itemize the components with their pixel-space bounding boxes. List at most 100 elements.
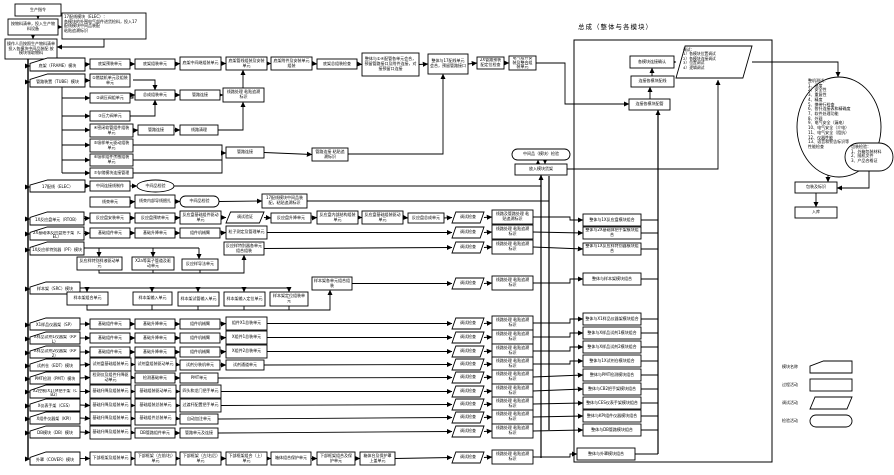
shape-m15	[29, 411, 81, 425]
shape-r10c	[179, 346, 221, 358]
flow-connector	[129, 199, 136, 205]
node-shapes-group	[4, 3, 894, 466]
flow-connector	[532, 246, 584, 252]
node-r5a: 基础组件单元	[98, 229, 122, 235]
shape-r4b	[134, 212, 176, 224]
flow-connector	[219, 349, 227, 355]
shape-sm	[311, 276, 353, 291]
node-m15: X组件仪器架（KPI）	[36, 416, 74, 422]
shape-t4c	[179, 124, 219, 136]
shape-f3	[179, 56, 222, 71]
shape-r4f	[361, 210, 404, 225]
node-m6: 1X反应样特别器（PF）模块	[32, 246, 82, 252]
node-r11q: 调试检查	[460, 361, 476, 367]
node-m10: X样品试剂2仪器架（RP2）	[33, 349, 77, 358]
shape-t4	[89, 123, 134, 138]
flow-connector	[483, 454, 493, 460]
flow-connector	[263, 361, 453, 368]
node-f1: 底架预装单元	[98, 60, 122, 66]
node-r16b: DB管路组件单元	[140, 429, 170, 435]
flow-connector	[263, 215, 272, 221]
node-m17: 外罩（COVER）模块	[36, 456, 74, 462]
node-r5q: 调试检查	[460, 229, 476, 235]
shape-s5	[269, 291, 309, 307]
shape-f1	[89, 58, 131, 70]
flow-connector	[536, 62, 630, 107]
node-r11t: 线路处理 粘贴追溯标识	[495, 358, 530, 368]
flow-connector	[129, 92, 136, 99]
node-v5: 箱体组合保护单元	[275, 455, 307, 461]
flow-connector	[483, 280, 493, 286]
flow-connector	[174, 215, 181, 221]
shape-r10a	[89, 346, 131, 358]
shape-f9	[476, 56, 505, 70]
shape-r4q	[451, 211, 485, 224]
shape-r8q	[451, 317, 485, 330]
shape-m9	[29, 331, 81, 345]
shape-tlm	[225, 146, 265, 159]
flow-connector	[836, 171, 870, 191]
flow-connector	[310, 215, 318, 221]
node-r12c: PMT单元	[190, 374, 208, 380]
shape-rc2	[582, 226, 642, 240]
shape-a3	[61, 12, 147, 40]
shape-r7q	[451, 277, 485, 290]
node-a4: 操作人员按照生产物料清单投入各模块中间品装配 按模块领取物料	[7, 40, 55, 56]
node-p1: 反应样特别样液驱动单元	[79, 258, 120, 268]
shape-r9b	[134, 332, 176, 344]
node-r15q: 调试检查	[460, 414, 476, 420]
shape-rc12	[582, 409, 642, 423]
node-pk1: 包装检验： 1、外箱包装材料 2、随机文件 3、产品合格证	[851, 144, 882, 164]
node-r4d: 反应盘升降单元	[277, 214, 305, 220]
shape-r4c	[179, 210, 222, 225]
node-r16q: 调试检查	[460, 428, 476, 434]
shape-r16a	[89, 425, 132, 440]
shape-a1	[14, 3, 62, 17]
node-m8: X1样品仪器架（SP）	[35, 322, 75, 328]
flow-connector	[219, 230, 227, 236]
node-lt3: 调试活动	[782, 400, 798, 405]
flow-connector	[356, 61, 363, 67]
shape-rc8	[582, 354, 642, 368]
node-r16t: 线路处理 粘贴追溯标识	[495, 425, 530, 435]
node-t6: ⑥吸样组件传感组装单元	[93, 155, 130, 164]
shape-r9d	[225, 330, 268, 345]
shape-pk3	[794, 206, 838, 219]
shape-pm	[223, 241, 265, 256]
shape-e4	[134, 194, 176, 209]
shape-p3	[181, 258, 219, 271]
node-rc11: 整体与CES仪表手架模块组合	[586, 399, 638, 405]
shape-r14c	[179, 398, 222, 413]
node-tm3: 线路处理 粘贴追溯标识	[226, 89, 261, 99]
shape-t7	[89, 167, 134, 179]
shape-v1	[89, 451, 132, 466]
shape-m10	[29, 345, 81, 359]
node-pm: 反应样特别器各单元组合组装	[226, 243, 262, 253]
node-f10: 电气组件安装及整合组装单元	[512, 57, 533, 69]
node-m11: 试剂仓（EDT）模块	[36, 363, 74, 369]
node-g1: 各模块连接确认	[638, 58, 666, 64]
node-rc8: 整体与1X试剂仓模块组合	[589, 357, 635, 363]
shape-v2	[134, 451, 177, 466]
node-r8c: 组件机械臂	[190, 320, 210, 326]
shape-rc5	[582, 312, 642, 326]
shape-m13	[29, 384, 81, 399]
flow-connector	[79, 362, 91, 368]
shape-s4	[223, 291, 266, 307]
node-rc4: 整体与样本架模块组合	[592, 275, 632, 281]
node-r13b: 基础组装驱动单元	[139, 388, 172, 394]
node-r16a: 基础升降及组装单元	[92, 429, 129, 435]
shape-m17	[29, 451, 81, 466]
shape-r9q	[451, 331, 485, 344]
node-rc9: 整体与PMT检测模块组合	[589, 371, 635, 377]
node-el1: 整机测试： 1、速度 2、安全性 3、重复性 4、精度 5、携带行检查 6、各针…	[808, 78, 851, 150]
shape-r15c	[179, 413, 219, 425]
node-t4c: 线路清理	[191, 126, 207, 132]
node-r8d: 组件X1总装单元	[231, 320, 262, 326]
shape-f8	[427, 53, 469, 75]
shape-r11q	[451, 358, 485, 371]
shape-f7	[361, 52, 420, 77]
node-r10b: 基础升降单元	[143, 348, 167, 354]
shape-v5	[270, 451, 312, 466]
